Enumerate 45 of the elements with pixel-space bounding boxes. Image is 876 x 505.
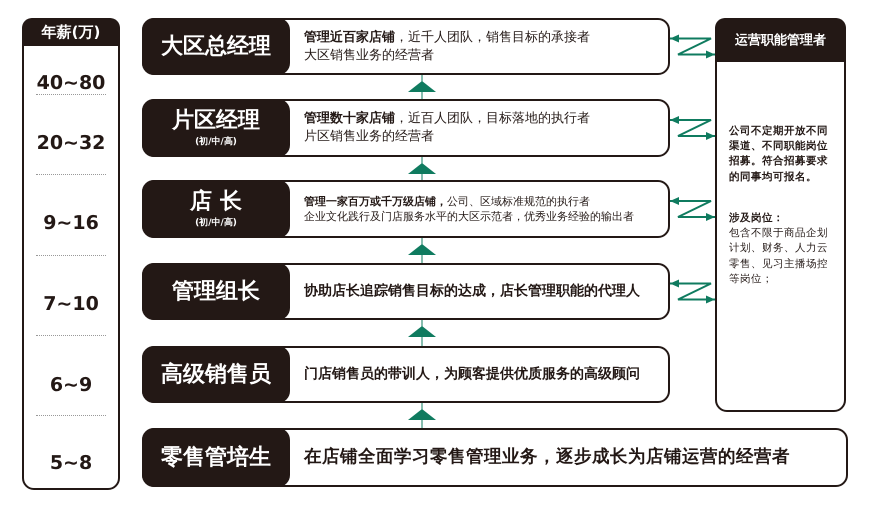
salary-range: 9~16 <box>42 212 100 234</box>
panel-header: 运营职能管理者 <box>715 18 846 62</box>
role-title: 零售管培生 <box>161 444 271 470</box>
salary-column <box>22 18 120 490</box>
panel-text: 包含不限于商品企划计划、财务、人力云零售、见习主播场控等岗位； <box>728 226 829 287</box>
role-title: 片区经理 <box>172 108 260 134</box>
salary-range: 7~10 <box>42 293 100 315</box>
salary-range: 40~80 <box>36 72 106 94</box>
role-title: 管理组长 <box>172 278 260 304</box>
role-box <box>142 428 848 487</box>
role-description: 管理近百家店铺，近千人团队，销售目标的承接者 <box>304 28 591 46</box>
role-description: 协助店长追踪销售目标的达成，店长管理职能的代理人 <box>304 282 641 301</box>
role-description: 门店销售员的带训人，为顾客提供优质服务的高级顾问 <box>304 365 641 384</box>
level-note: (初/中/高) <box>195 135 237 148</box>
role-title: 大区总经理 <box>161 34 271 60</box>
role-title: 高级销售员 <box>161 362 271 388</box>
role-description: 在店铺全面学习零售管理业务，逐步成长为店铺运营的经营者 <box>304 446 791 469</box>
salary-range: 5~8 <box>48 452 94 474</box>
salary-range: 6~9 <box>48 374 94 396</box>
role-description: 管理数十家店铺，近百人团队，目标落地的执行者 <box>304 110 591 128</box>
double-arrow <box>670 197 715 221</box>
role-box <box>142 263 670 320</box>
role-description: 大区销售业务的经营者 <box>304 46 435 64</box>
info-panel <box>715 18 846 412</box>
role-box <box>142 99 670 157</box>
role-description: 管理一家百万或千万级店铺，公司、区域标准规范的执行者 <box>304 194 591 209</box>
double-arrow <box>670 280 715 304</box>
panel-heading-text: 涉及岗位： <box>728 210 785 226</box>
double-arrow <box>670 34 715 58</box>
promotion-arrow <box>408 156 436 180</box>
double-arrow <box>670 116 715 140</box>
promotion-arrow <box>408 238 436 264</box>
role-box <box>142 346 670 403</box>
promotion-arrow <box>408 74 436 100</box>
panel-heading-text: 公司不定期开放不同渠道、不同职能岗位招募。符合招募要求的同事均可报名。 <box>728 124 829 185</box>
level-note: (初/中/高) <box>195 216 237 230</box>
role-box <box>142 180 670 238</box>
promotion-arrow <box>408 402 436 428</box>
promotion-arrow <box>408 320 436 346</box>
role-description: 企业文化践行及门店服务水平的大区示范者，优秀业务经验的输出者 <box>304 209 635 224</box>
column-header: 年薪(万) <box>22 18 120 46</box>
role-description: 片区销售业务的经营者 <box>304 128 435 146</box>
role-box <box>142 18 670 75</box>
role-title: 店 长 <box>190 188 242 214</box>
salary-range: 20~32 <box>36 132 106 154</box>
